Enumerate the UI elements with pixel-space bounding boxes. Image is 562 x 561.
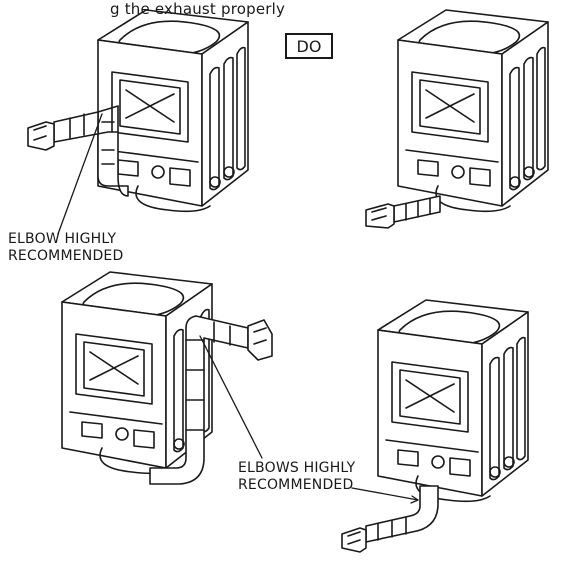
header-caption: g the exhaust properly xyxy=(110,0,286,18)
callout-elbow-recommended: ELBOW HIGHLY RECOMMENDED xyxy=(8,231,123,265)
callout-line-2: RECOMMENDED xyxy=(8,248,124,264)
callout-elbows-recommended: ELBOWS HIGHLY RECOMMENDED xyxy=(238,460,355,494)
duct-top-right xyxy=(365,195,441,229)
callout-line-1: ELBOWS HIGHLY xyxy=(238,460,356,476)
callout-line-1: ELBOW HIGHLY xyxy=(8,231,117,247)
leader-line-bottom-2 xyxy=(351,487,419,501)
do-badge-label: DO xyxy=(296,36,322,56)
leader-line-top xyxy=(57,113,103,235)
callout-line-2: RECOMMENDED xyxy=(238,477,354,493)
duct-bottom-right xyxy=(341,485,439,553)
leader-line-bottom-1 xyxy=(199,335,263,459)
duct-bottom-left xyxy=(149,315,273,485)
duct-top-left xyxy=(27,105,129,197)
do-badge: DO xyxy=(285,33,333,59)
